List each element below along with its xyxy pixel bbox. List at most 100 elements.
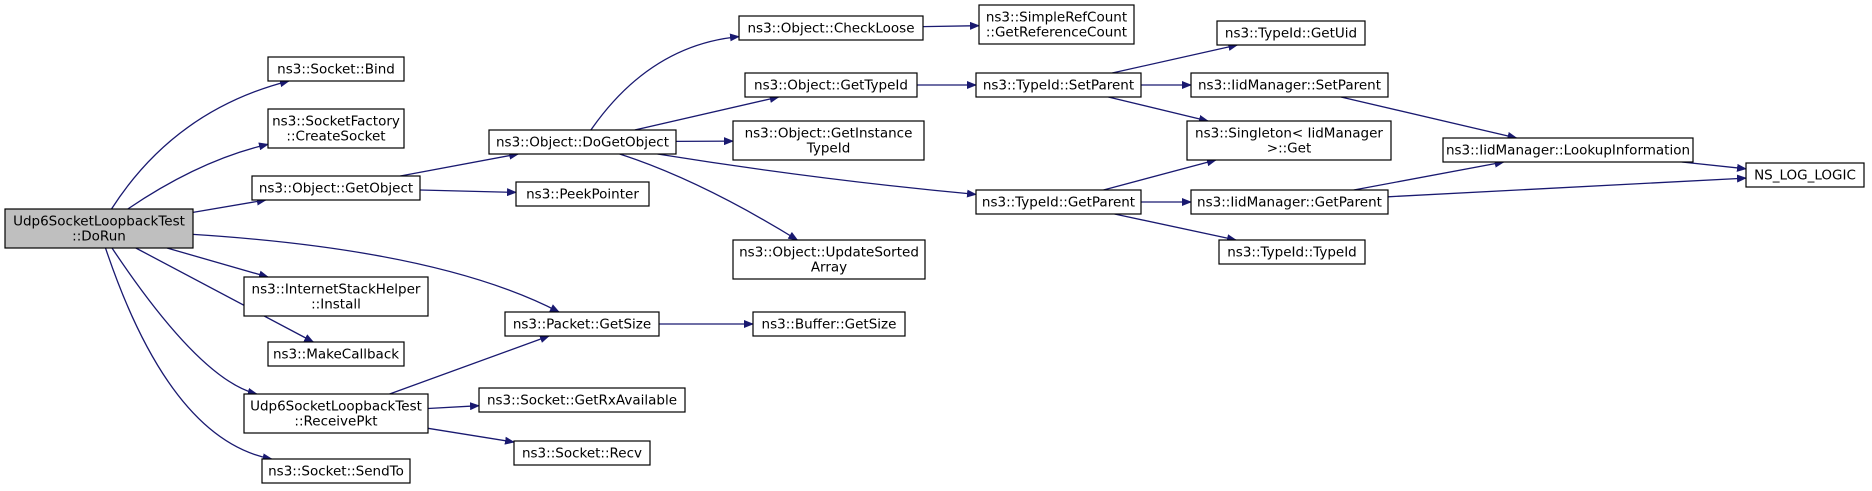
edge-typeidgetparent-to-typeidtypeid: [1114, 213, 1237, 243]
node-typeidgetparent[interactable]: ns3::TypeId::GetParent: [975, 189, 1142, 215]
node-box: [744, 72, 918, 98]
node-label: >::Get: [1267, 141, 1311, 157]
edge-iidsetparent-to-lookupinformation: [1340, 96, 1518, 140]
node-label: ns3::MakeCallback: [273, 347, 399, 363]
edge-root-to-sendto: [104, 247, 273, 462]
edge-root-to-bind: [110, 79, 290, 210]
node-box: [1442, 137, 1694, 163]
node-iidsetparent[interactable]: ns3::IidManager::SetParent: [1190, 72, 1389, 98]
node-iidgetparent[interactable]: ns3::IidManager::GetParent: [1190, 189, 1389, 215]
node-label: ::CreateSocket: [286, 129, 385, 145]
node-root[interactable]: Udp6SocketLoopbackTest::DoRun: [4, 208, 194, 249]
node-box: [515, 181, 650, 207]
node-typeidsetparent[interactable]: ns3::TypeId::SetParent: [975, 72, 1142, 98]
node-box: [251, 175, 421, 201]
edge-lookupinformation-to-nsloglogic: [1681, 161, 1747, 172]
node-label: ns3::IidManager::SetParent: [1198, 78, 1381, 94]
node-box: [1745, 162, 1865, 188]
edge-receivepkt-to-getrxavailable: [427, 402, 480, 411]
node-box: [975, 189, 1142, 215]
edge-iidgetparent-to-lookupinformation: [1353, 159, 1505, 191]
node-label: ::ReceivePkt: [294, 414, 377, 430]
node-box: [1190, 189, 1389, 215]
node-getrxavailable[interactable]: ns3::Socket::GetRxAvailable: [478, 387, 686, 413]
node-packetgetsize[interactable]: ns3::Packet::GetSize: [504, 311, 660, 337]
edge-root-to-makecallback: [135, 247, 315, 343]
node-peekpointer[interactable]: ns3::PeekPointer: [515, 181, 650, 207]
node-box: [738, 15, 924, 41]
edge-receivepkt-to-recv: [427, 427, 515, 445]
node-box: [1218, 239, 1366, 265]
node-recv[interactable]: ns3::Socket::Recv: [513, 440, 651, 466]
node-label: ns3::TypeId::GetUid: [1225, 26, 1357, 42]
node-typeidtypeid[interactable]: ns3::TypeId::TypeId: [1218, 239, 1366, 265]
node-label: ns3::SimpleRefCount: [986, 10, 1127, 26]
node-checkloose[interactable]: ns3::Object::CheckLoose: [738, 15, 924, 41]
node-box: [975, 72, 1142, 98]
edge-typeidsetparent-to-singletonget: [1108, 96, 1209, 123]
node-box: [267, 108, 405, 149]
node-layer: Udp6SocketLoopbackTest::DoRunns3::Socket…: [4, 4, 1865, 484]
node-label: ns3::Socket::Recv: [522, 446, 642, 462]
node-label: ns3::InternetStackHelper: [252, 282, 421, 298]
node-label: ns3::Socket::SendTo: [268, 464, 404, 480]
node-box: [261, 458, 411, 484]
node-getobject[interactable]: ns3::Object::GetObject: [251, 175, 421, 201]
node-makecallback[interactable]: ns3::MakeCallback: [267, 341, 405, 367]
node-box: [752, 311, 906, 337]
edge-checkloose-to-getreferencecount: [922, 21, 980, 30]
node-label: ns3::Buffer::GetSize: [762, 317, 897, 333]
node-label: ns3::Socket::GetRxAvailable: [487, 393, 677, 409]
edge-root-to-receivepkt: [111, 247, 258, 396]
node-label: ns3::TypeId::TypeId: [1227, 245, 1357, 261]
edge-iidgetparent-to-nsloglogic: [1387, 174, 1747, 198]
node-label: ns3::Object::GetObject: [259, 181, 413, 197]
node-label: TypeId: [806, 141, 851, 157]
node-bind[interactable]: ns3::Socket::Bind: [267, 56, 405, 82]
node-label: ns3::TypeId::SetParent: [983, 78, 1134, 94]
node-label: ns3::IidManager::GetParent: [1197, 195, 1382, 211]
node-getuid[interactable]: ns3::TypeId::GetUid: [1216, 20, 1366, 46]
edge-getobject-to-peekpointer: [419, 188, 517, 197]
node-label: Udp6SocketLoopbackTest: [250, 399, 422, 415]
node-buffergetsize[interactable]: ns3::Buffer::GetSize: [752, 311, 906, 337]
node-gettypeid[interactable]: ns3::Object::GetTypeId: [744, 72, 918, 98]
node-box: [1186, 120, 1392, 161]
edge-typeidsetparent-to-getuid: [1112, 43, 1239, 74]
node-sendto[interactable]: ns3::Socket::SendTo: [261, 458, 411, 484]
node-box: [732, 239, 926, 280]
node-box: [488, 129, 677, 155]
edge-root-to-install: [166, 247, 269, 279]
node-getreferencecount[interactable]: ns3::SimpleRefCount::GetReferenceCount: [978, 4, 1135, 45]
edge-dogetobject-to-typeidgetparent: [657, 153, 977, 198]
node-box: [978, 4, 1135, 45]
node-receivepkt[interactable]: Udp6SocketLoopbackTest::ReceivePkt: [243, 393, 429, 434]
node-singletonget[interactable]: ns3::Singleton< IidManager >::Get: [1186, 120, 1392, 161]
node-nsloglogic[interactable]: NS_LOG_LOGIC: [1745, 162, 1865, 188]
node-label: Array: [811, 260, 847, 276]
node-box: [504, 311, 660, 337]
node-label: ns3::Object::GetTypeId: [754, 78, 908, 94]
node-box: [4, 208, 194, 249]
edge-dogetobject-to-gettypeid: [634, 95, 780, 131]
node-dogetobject[interactable]: ns3::Object::DoGetObject: [488, 129, 677, 155]
node-box: [267, 341, 405, 367]
node-label: ns3::IidManager::LookupInformation: [1446, 143, 1690, 159]
node-label: ns3::Object::CheckLoose: [747, 21, 914, 37]
node-label: ns3::Object::UpdateSorted: [739, 245, 919, 261]
node-box: [513, 440, 651, 466]
node-label: ns3::TypeId::GetParent: [982, 195, 1135, 211]
node-box: [1190, 72, 1389, 98]
node-box: [478, 387, 686, 413]
edge-typeidgetparent-to-singletonget: [1103, 158, 1217, 191]
node-createsocket[interactable]: ns3::SocketFactory::CreateSocket: [267, 108, 405, 149]
node-lookupinformation[interactable]: ns3::IidManager::LookupInformation: [1442, 137, 1694, 163]
node-install[interactable]: ns3::InternetStackHelper::Install: [243, 276, 429, 317]
node-label: ns3::Singleton< IidManager: [1195, 126, 1383, 142]
node-label: ns3::Object::GetInstance: [745, 126, 913, 142]
edge-receivepkt-to-packetgetsize: [389, 335, 550, 395]
node-label: ns3::Socket::Bind: [277, 62, 395, 78]
node-label: NS_LOG_LOGIC: [1754, 168, 1856, 184]
